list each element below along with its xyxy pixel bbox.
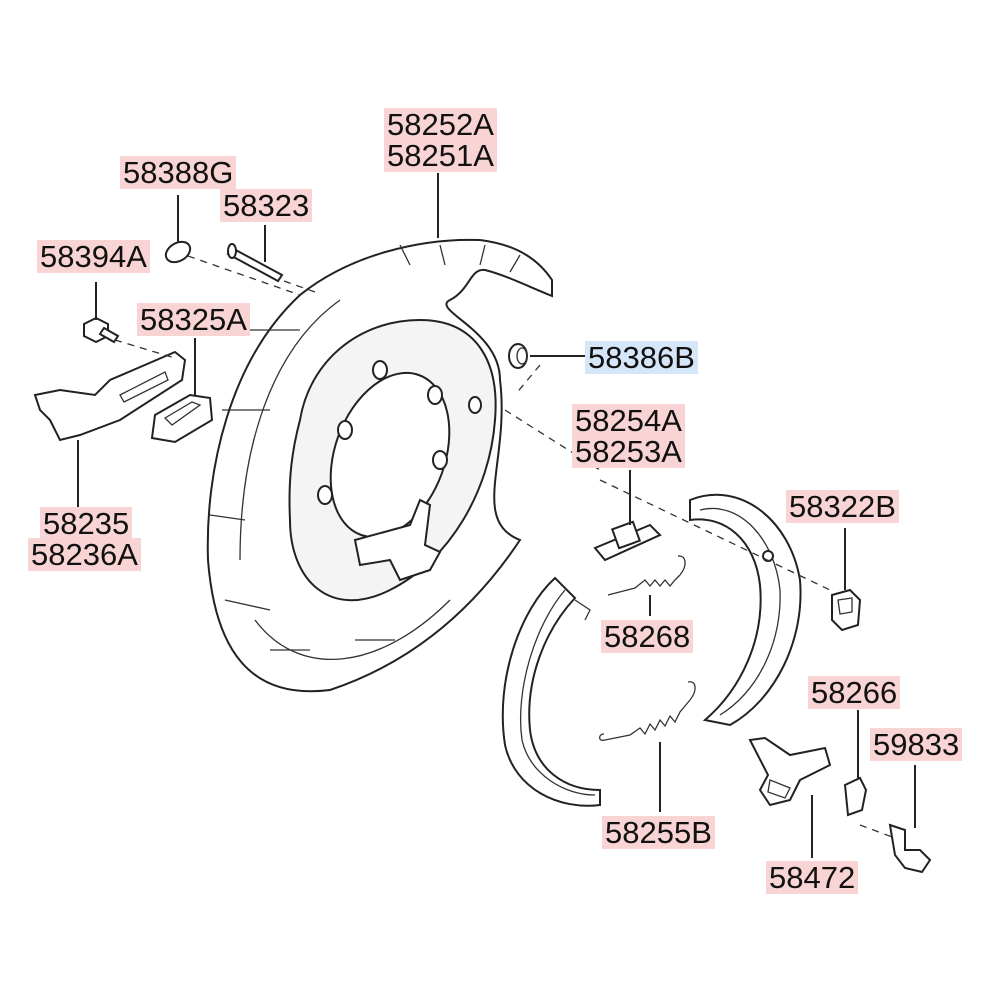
part-label-58236a[interactable]: 58236A (28, 538, 141, 571)
clip-58322b[interactable] (831, 588, 862, 632)
backing-plate[interactable] (206, 238, 553, 693)
part-label-58266[interactable]: 58266 (808, 676, 901, 709)
part-label-58472[interactable]: 58472 (766, 861, 859, 894)
part-label-58251a[interactable]: 58251A (384, 139, 497, 172)
bolt-59833[interactable] (888, 765, 932, 874)
plug-58388g[interactable] (162, 195, 194, 266)
part-label-58252a[interactable]: 58252A (384, 108, 497, 141)
pin-58323[interactable] (226, 225, 284, 283)
clip-58266[interactable] (843, 710, 868, 817)
lever-58235[interactable] (33, 350, 187, 512)
assembly-lines (114, 255, 896, 839)
part-label-58325a[interactable]: 58325A (137, 303, 250, 336)
bracket-58472[interactable] (748, 736, 832, 858)
part-label-58322b[interactable]: 58322B (786, 490, 899, 523)
adjuster-58254a[interactable] (593, 470, 662, 562)
part-label-58235[interactable]: 58235 (40, 507, 133, 540)
part-label-58394a[interactable]: 58394A (37, 240, 150, 273)
part-label-58268[interactable]: 58268 (601, 620, 694, 653)
brake-shoe-upper[interactable] (689, 493, 846, 727)
bolt-58394a[interactable] (83, 282, 120, 344)
spring-58255b[interactable] (598, 681, 696, 812)
brake-shoe-lower[interactable] (501, 576, 601, 807)
part-label-58386b[interactable]: 58386B (585, 341, 698, 374)
part-label-59833[interactable]: 59833 (870, 728, 963, 761)
part-label-58253a[interactable]: 58253A (572, 435, 685, 468)
part-label-58254a[interactable]: 58254A (572, 404, 685, 437)
spring-58268[interactable] (607, 555, 686, 616)
part-label-58323[interactable]: 58323 (220, 189, 313, 222)
boot-58325a[interactable] (150, 338, 214, 444)
part-label-58255b[interactable]: 58255B (602, 816, 715, 849)
part-label-58388g[interactable]: 58388G (120, 156, 237, 189)
grommet-58386b[interactable] (508, 343, 585, 369)
